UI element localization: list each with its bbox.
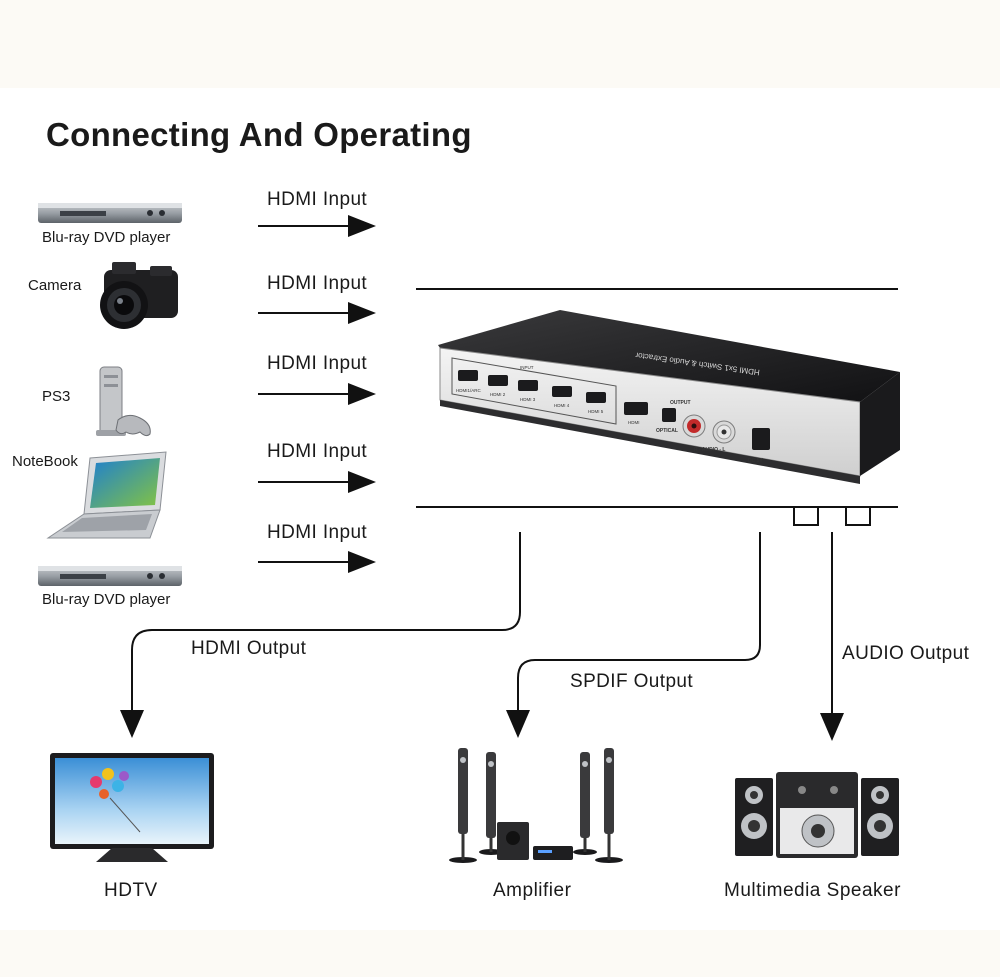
input-arrow	[258, 551, 376, 573]
optical-label: OPTICAL	[656, 428, 678, 434]
camera-icon	[100, 262, 178, 329]
dvd-player-icon	[38, 566, 182, 586]
device-label: PS3	[42, 388, 71, 405]
audio-jack-label: R - AUDIO - L	[694, 447, 725, 453]
power-label: DC 5V	[748, 458, 763, 464]
hdmi-out-label: HDMI	[628, 420, 640, 425]
tv-icon	[50, 753, 214, 862]
input-arrow-label: HDMI Input	[267, 522, 368, 543]
page-title: Connecting And Operating	[46, 116, 472, 153]
input-group-label: INPUT	[520, 365, 534, 370]
input-arrow-label: HDMI Input	[267, 273, 368, 294]
dvd-player-icon	[38, 203, 182, 223]
input-arrow	[258, 471, 376, 493]
input-arrow	[258, 215, 376, 237]
input-arrow-label: HDMI Input	[267, 353, 368, 374]
port-label-hdmi4: HDMI 4	[554, 403, 570, 408]
hdmi-output-arrowhead	[120, 710, 144, 738]
hdmi-output-route	[131, 532, 521, 712]
output-route-label: AUDIO Output	[842, 643, 970, 664]
cable-connector-icon	[793, 507, 871, 526]
laptop-icon	[46, 451, 167, 539]
device-label: NoteBook	[12, 453, 78, 470]
hdmi-switch-device: HDMI1/ARC HDMI 2 HDMI 3 HDMI 4 HDMI 5 IN…	[438, 310, 900, 484]
output-group-label: OUTPUT	[670, 400, 691, 406]
spdif-output-arrowhead	[506, 710, 530, 738]
output-device-label: Amplifier	[493, 880, 572, 901]
input-arrow	[258, 302, 376, 324]
port-label-hdmi3: HDMI 3	[520, 397, 536, 402]
port-label-hdmi2: HDMI 2	[490, 392, 506, 397]
audio-output-arrowhead	[820, 713, 844, 741]
input-arrow-label: HDMI Input	[267, 189, 368, 210]
device-label: Camera	[28, 277, 82, 294]
output-device-label: HDTV	[104, 880, 158, 901]
port-label-hdmi5: HDMI 5	[588, 409, 604, 414]
output-device-label: Multimedia Speaker	[724, 880, 901, 901]
input-arrow-label: HDMI Input	[267, 441, 368, 462]
input-arrow	[258, 383, 376, 405]
device-label: Blu-ray DVD player	[42, 591, 171, 608]
device-label: Blu-ray DVD player	[42, 229, 171, 246]
game-console-icon	[96, 366, 151, 437]
speaker-system-icon	[449, 748, 623, 863]
output-route-label: HDMI Output	[191, 638, 307, 659]
spdif-output-route	[517, 532, 761, 712]
port-label-hdmi1: HDMI1/ARC	[456, 388, 482, 393]
multimedia-speaker-icon	[735, 772, 899, 858]
output-route-label: SPDIF Output	[570, 671, 694, 692]
